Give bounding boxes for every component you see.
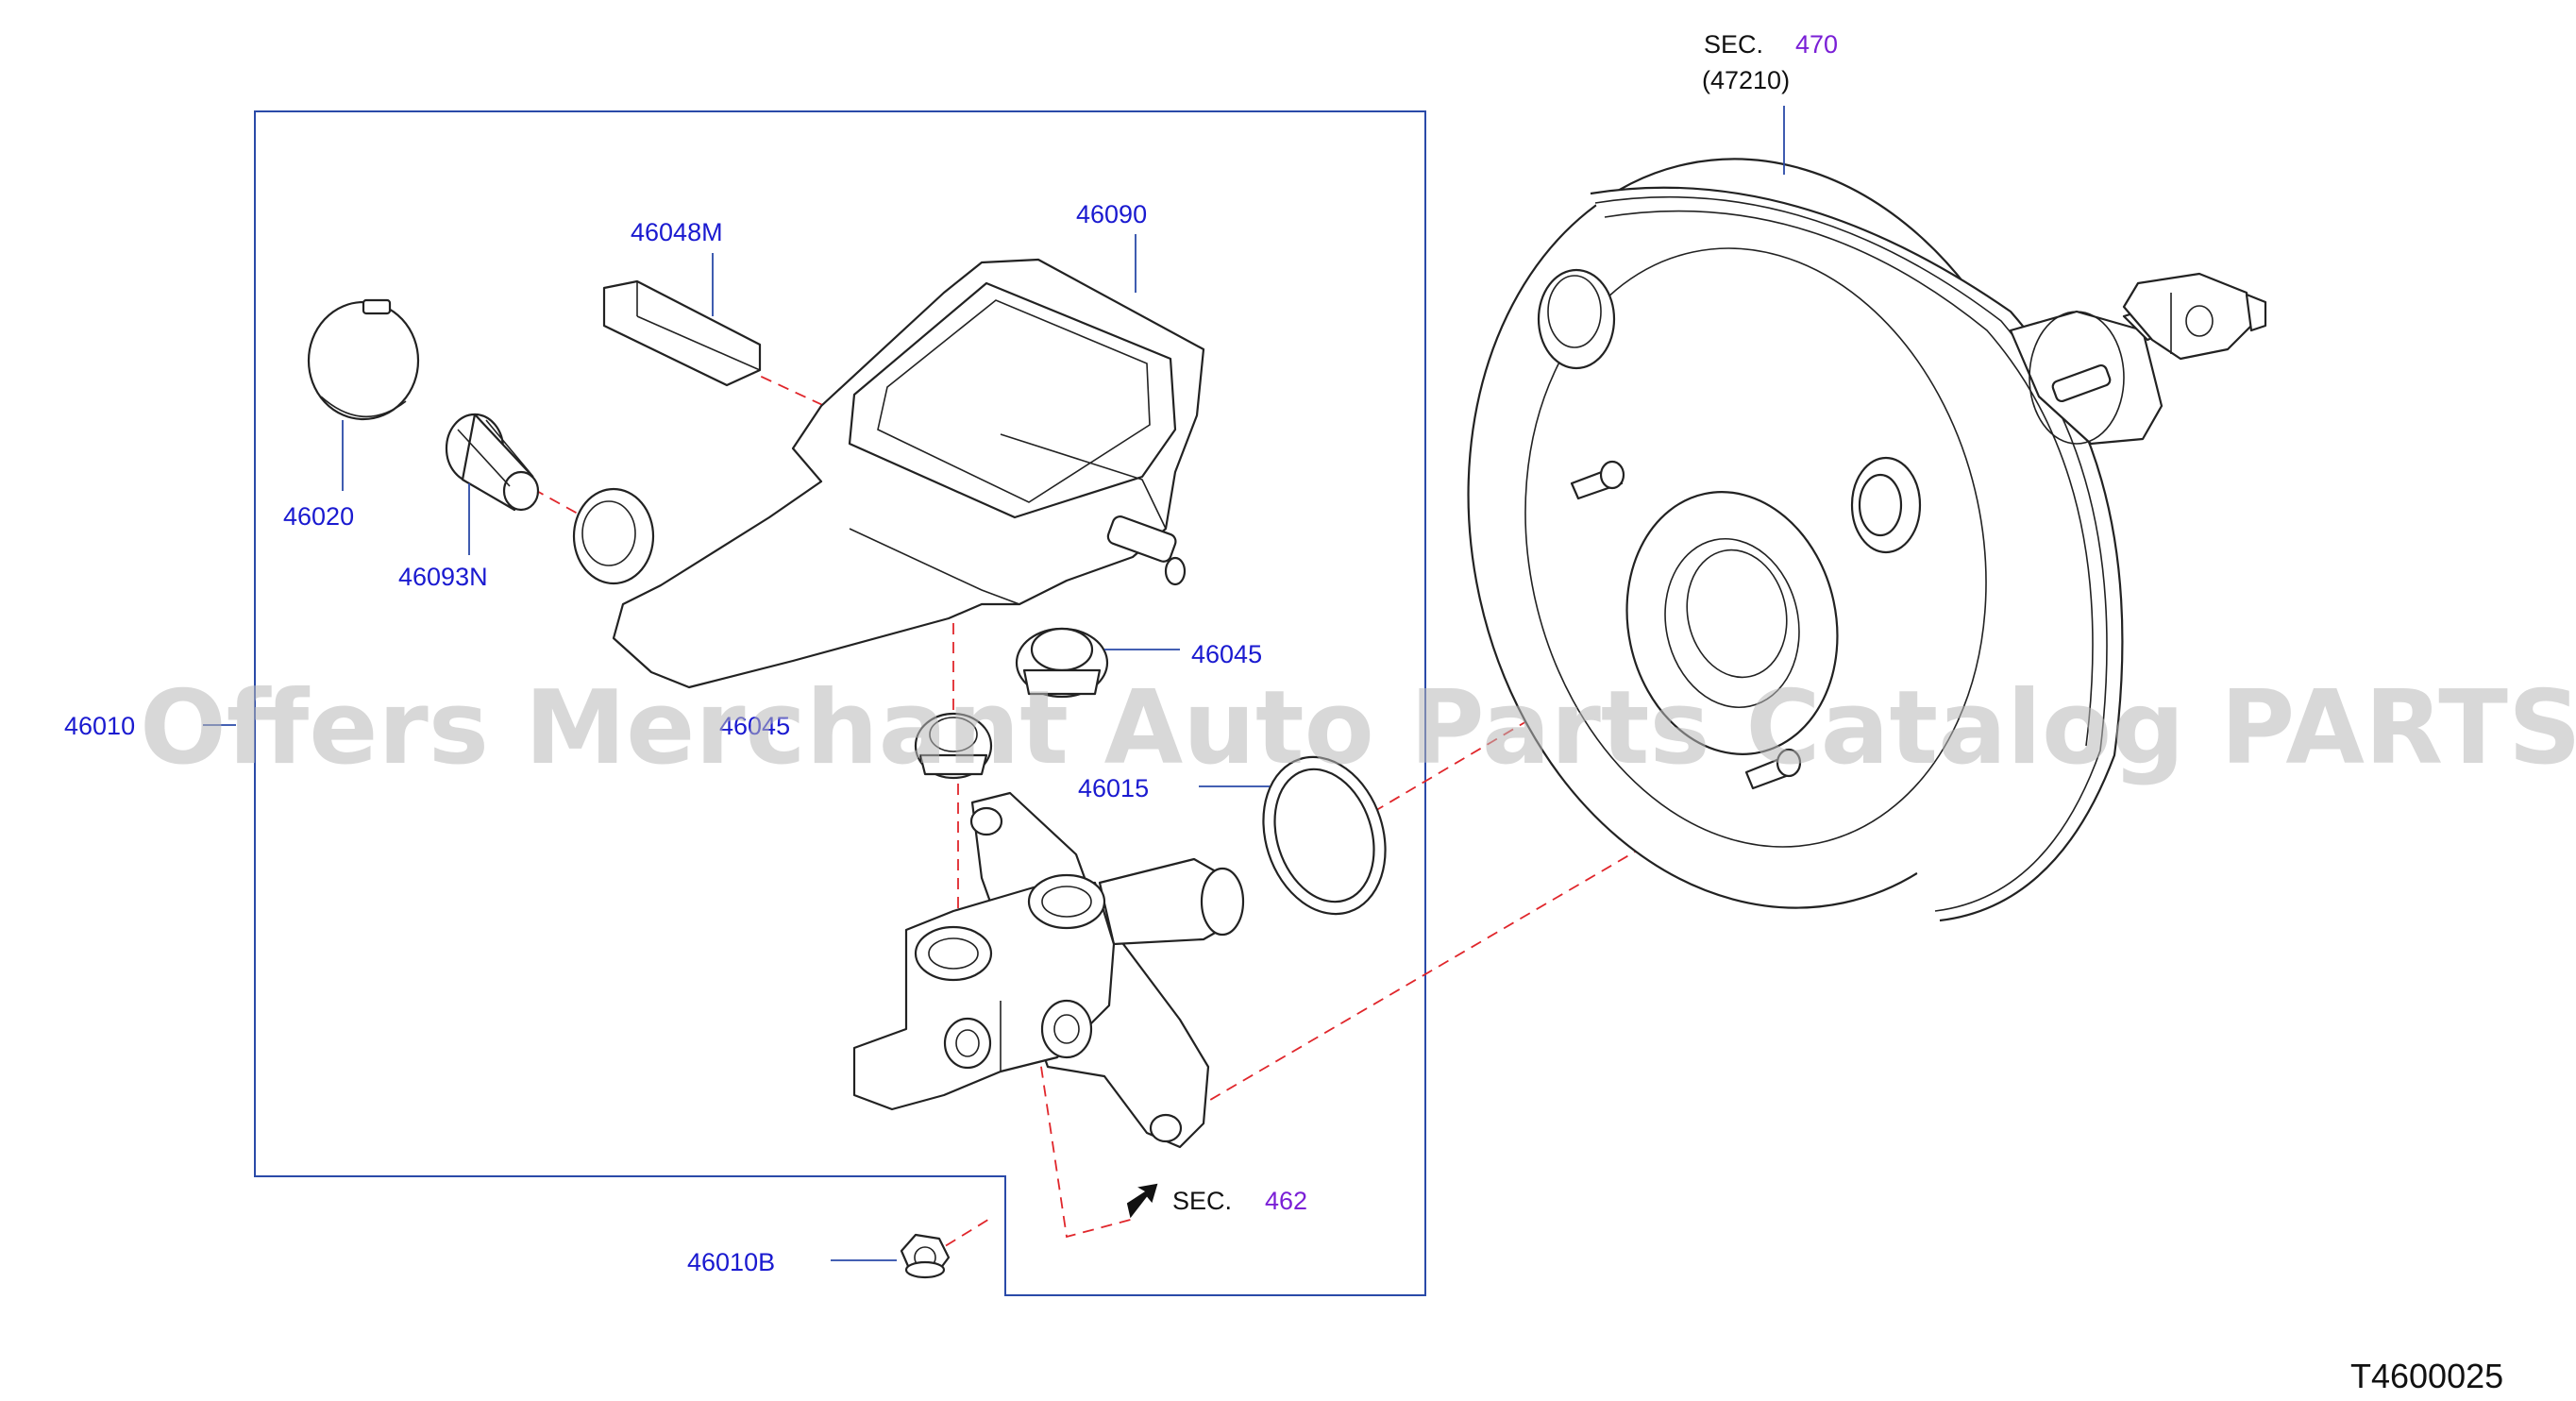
label-46010b[interactable]: 46010B (687, 1248, 775, 1276)
reservoir-seal[interactable] (602, 279, 762, 387)
flange-nut[interactable] (900, 1233, 951, 1279)
assembly-frame (254, 110, 1426, 1296)
label-46093n[interactable]: 46093N (398, 563, 488, 591)
svg-text:470: 470 (1795, 30, 1838, 59)
label-46090[interactable]: 46090 (1076, 200, 1147, 228)
label-46045-right[interactable]: 46045 (1191, 640, 1262, 668)
label-46020[interactable]: 46020 (283, 502, 354, 531)
section-arrow (1126, 1183, 1158, 1219)
svg-text:462: 462 (1265, 1187, 1307, 1215)
svg-text:(47210): (47210) (1702, 66, 1790, 94)
o-ring[interactable] (1244, 741, 1405, 930)
grommet-right[interactable] (1015, 627, 1109, 699)
diagram-code: T4600025 (2350, 1357, 2503, 1395)
section-ref-470[interactable]: SEC. 470 (47210) (1702, 30, 1838, 94)
watermark: Offers Merchant Auto Parts Catalog PARTS… (140, 669, 2576, 787)
section-ref-462[interactable]: SEC. 462 (1172, 1187, 1307, 1215)
reservoir-tank[interactable] (572, 258, 1205, 689)
leader-lines (203, 106, 1785, 1261)
label-46010[interactable]: 46010 (64, 712, 135, 740)
grommet-left[interactable] (914, 712, 993, 780)
brake-booster[interactable] (1401, 103, 2267, 963)
label-46015[interactable]: 46015 (1078, 774, 1149, 802)
svg-text:SEC.: SEC. (1704, 30, 1763, 59)
reservoir-cap[interactable] (307, 298, 420, 421)
booster-stud-upper (1570, 460, 1625, 500)
svg-text:SEC.: SEC. (1172, 1187, 1232, 1215)
reservoir-strainer[interactable] (445, 413, 540, 512)
master-cylinder[interactable] (852, 791, 1245, 1149)
part-labels: 46090 46048M 46020 46093N 46045 46010 46… (64, 200, 1262, 1276)
label-46045-left[interactable]: 46045 (719, 712, 790, 740)
booster-stud-lower (1744, 748, 1802, 790)
label-46048m[interactable]: 46048M (631, 218, 723, 246)
